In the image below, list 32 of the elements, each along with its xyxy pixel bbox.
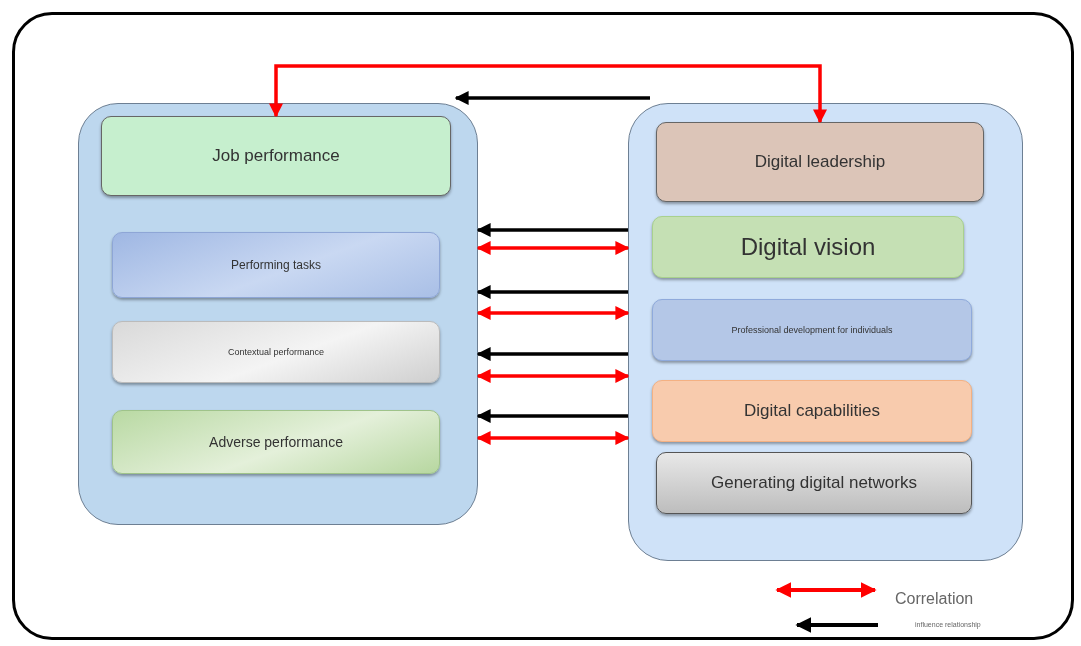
arrow xyxy=(476,347,628,361)
rounded-box xyxy=(656,452,972,514)
arrow xyxy=(476,369,630,383)
node-label: Digital leadership xyxy=(754,152,886,172)
rounded-box xyxy=(112,410,440,474)
rounded-box xyxy=(101,116,451,196)
rounded-box xyxy=(652,299,972,361)
arrow xyxy=(476,306,630,320)
arrow xyxy=(454,91,650,105)
rounded-box xyxy=(112,321,440,383)
node-label: Digital vision xyxy=(740,233,876,261)
frame-panel xyxy=(12,12,1074,640)
node-label: Adverse performance xyxy=(209,434,343,450)
arrow xyxy=(476,241,630,255)
arrow xyxy=(269,64,827,124)
group-panel xyxy=(628,103,1023,561)
arrow xyxy=(476,409,628,423)
arrow xyxy=(476,223,628,237)
node-label: Professional development for individuals xyxy=(731,325,893,335)
node-label: Digital capabilities xyxy=(743,401,881,421)
rounded-box xyxy=(652,380,972,442)
rounded-box xyxy=(112,232,440,298)
legend-label: Correlation xyxy=(895,590,974,609)
rounded-box xyxy=(652,216,964,278)
rounded-box xyxy=(656,122,984,202)
group-panel xyxy=(78,103,478,525)
node-label: Job performance xyxy=(212,146,340,166)
node-label: Generating digital networks xyxy=(711,473,917,493)
arrow xyxy=(476,431,630,445)
node-label: Contextual performance xyxy=(227,347,325,357)
arrow xyxy=(476,285,628,299)
node-label: Performing tasks xyxy=(231,258,321,272)
